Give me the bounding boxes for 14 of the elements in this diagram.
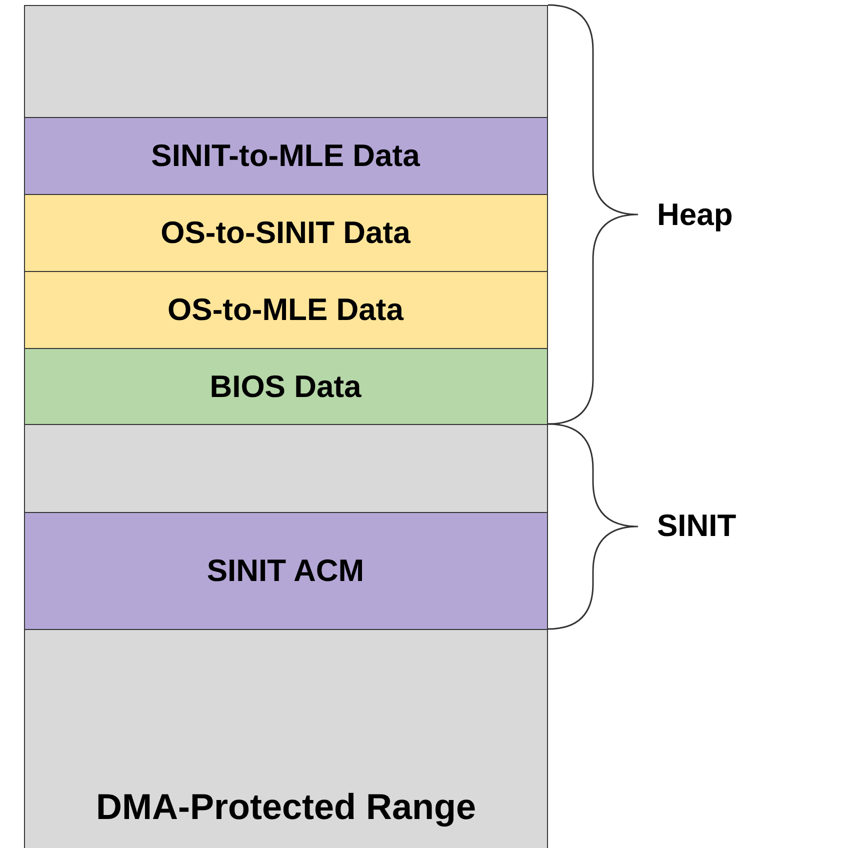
memory-region-box <box>24 512 548 630</box>
region-title: DMA-Protected Range <box>96 786 476 828</box>
region-label: SINIT-to-MLE Data <box>151 138 420 174</box>
region-label: BIOS Data <box>210 368 362 404</box>
region-label: OS-to-SINIT Data <box>160 215 410 251</box>
region-label: SINIT ACM <box>206 553 364 589</box>
memory-region-box <box>24 117 548 195</box>
bracket-label: Heap <box>657 197 733 233</box>
region-label: OS-to-MLE Data <box>168 292 404 328</box>
memory-region-box <box>24 194 548 272</box>
bracket-label: SINIT <box>657 508 736 544</box>
memory-range-block <box>24 5 548 848</box>
memory-region-box <box>24 348 548 425</box>
memory-region-box <box>24 271 548 349</box>
